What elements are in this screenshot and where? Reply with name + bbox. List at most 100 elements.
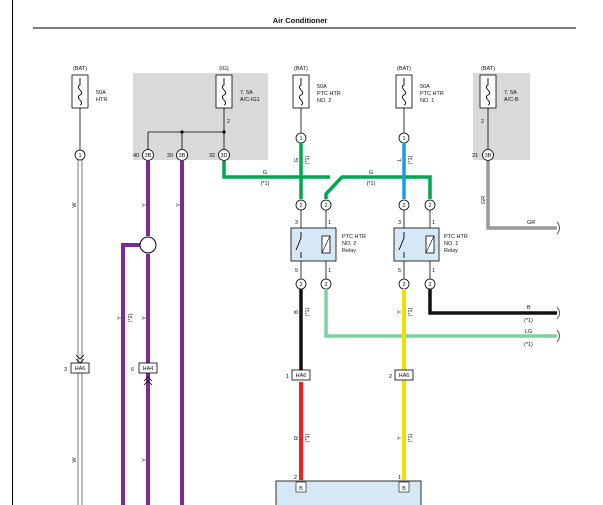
wire-color-label: (*1) [305,155,311,164]
relay-terminal: 3 [398,220,401,226]
wire-color-label: GR [527,220,535,226]
junction-box [138,362,158,374]
relay-name: Relay [444,248,458,254]
junction-box [394,369,414,381]
relay-pin-label: 2 [428,282,431,288]
wire-color-label: B [294,310,300,314]
wire-color-label: Y [397,310,403,314]
junction-box [291,369,311,381]
relay-pin-label: 2 [299,282,302,288]
relay-pin-label: 2 [324,203,327,209]
fuse-element-icon [401,78,407,106]
wire-color-label: (*1) [408,433,414,442]
wire-color-label: W [72,202,78,208]
wire-l-blue: L (*1) [397,143,414,199]
component-pin: 1 [398,475,401,481]
fuse-rating: 50A [317,84,327,90]
fuse-rating: 50A [420,84,430,90]
junction-ha6-w: 3 HA6 [64,354,90,374]
relay-ptc-htr-no1: 2 2 3 1 PTC HTR NO. 1 Relay 5 1 2 2 [393,199,468,290]
page-left-border [12,0,13,505]
fuse-rating: 7. 5A [504,90,517,96]
ig-fuse-box [133,73,268,160]
terminal-box [398,481,410,493]
fuse-ac-b: (BAT) 7. 5A A/C-B 2 21 3B [472,66,519,161]
relay-terminal: 1 [328,220,331,226]
terminal-label: B [402,486,406,492]
relay-pin-label: 2 [428,203,431,209]
terminal-box [295,481,307,493]
relay-terminal: 1 [432,220,435,226]
heater-component: 2 1 B B [275,475,422,505]
connector-pin [142,149,154,161]
wire-color-label: (*2) [128,313,134,322]
fuse-name: HTR [96,97,107,103]
wire-color-label: W [72,457,78,463]
junction-pin: 1 [286,374,289,380]
fuse-supply: (BAT) [481,66,495,72]
junction-name: HA6 [75,366,86,372]
fuse-rating: 7. 5A [240,90,253,96]
junction-box [70,362,90,374]
junction-name: HA6 [296,373,307,379]
fuse-name: PTC HTR [420,91,444,97]
fuse-element-icon [221,78,227,106]
relay-pin-label: 2 [402,203,405,209]
wire-lg-lightgreen: LG (*1) [324,289,560,348]
fuse-pin: 2 [227,119,230,125]
wire-w: W W [72,160,83,505]
wire-gr-gray: GR GR [481,161,560,235]
bus-junction [180,130,184,134]
connector-pin [176,149,188,161]
connector-pin-label: 3B [145,153,152,159]
wire-continuation-icon [556,306,560,320]
relay-pin-label: 2 [324,282,327,288]
wire-color-label: (*1) [305,307,311,316]
relay-terminal: 5 [398,268,401,274]
bus-junction [222,130,226,134]
pin-number: 39 [167,153,173,159]
relay-switch-icon [295,232,302,258]
wire-color-label: Y [142,203,148,207]
junction-ha4-y: 6 HA4 [131,362,158,386]
junction-ha6-b: 1 HA6 [286,369,311,381]
connector-pin-label: 3B [179,153,186,159]
relay-pin-label: 2 [299,203,302,209]
fuse-name-2: NO. 1 [420,98,434,104]
relay-name: PTC HTR [444,234,468,240]
wire-color-label: LG [525,329,532,335]
relay-name: PTC HTR [342,234,366,240]
fuse-name-2: NO. 2 [317,98,331,104]
junction-name: HA6 [399,373,410,379]
fuse-supply: (IG) [219,66,229,72]
wire-color-label: R [294,436,300,440]
component-pin: 2 [294,475,297,481]
connector-pin-label: 1 [402,136,405,142]
wire-color-label: (*1) [305,433,311,442]
relay-name: NO. 1 [444,241,458,247]
fuse-htr: (BAT) 50A HTR 1 [71,66,107,161]
pin-number: 40 [133,153,139,159]
junction-pin: 2 [389,374,392,380]
junction-ha6-y: 2 HA6 [389,369,414,381]
connector-pin-label: 1 [78,153,81,159]
wire-continuation-icon [556,329,560,343]
wire-y-yellow: Y (*1) Y (*1) [397,289,414,480]
wire-color-label: Y [397,436,403,440]
fuse-supply: (BAT) [294,66,308,72]
wire-color-label: Y [142,316,148,320]
connector-pin [218,149,230,161]
wire-b-black: B (*1) B (*1) [294,289,560,370]
wire-y-purple: Y Y Y (*2) Y Y [117,161,184,505]
wire-color-label: (*1) [367,181,376,187]
wire-color-label: Y [176,203,182,207]
fuse-ptc-htr-no2: (BAT) 50A PTC HTR NO. 2 1 [292,66,341,144]
wire-color-label: Y [142,458,148,462]
fuse-name: A/C-B [504,97,519,103]
wire-continuation-icon [556,221,560,235]
splice-point [139,236,157,254]
fuse-supply: (BAT) [73,66,87,72]
fuse-name: PTC HTR [317,91,341,97]
wire-color-label: GR [481,196,487,204]
